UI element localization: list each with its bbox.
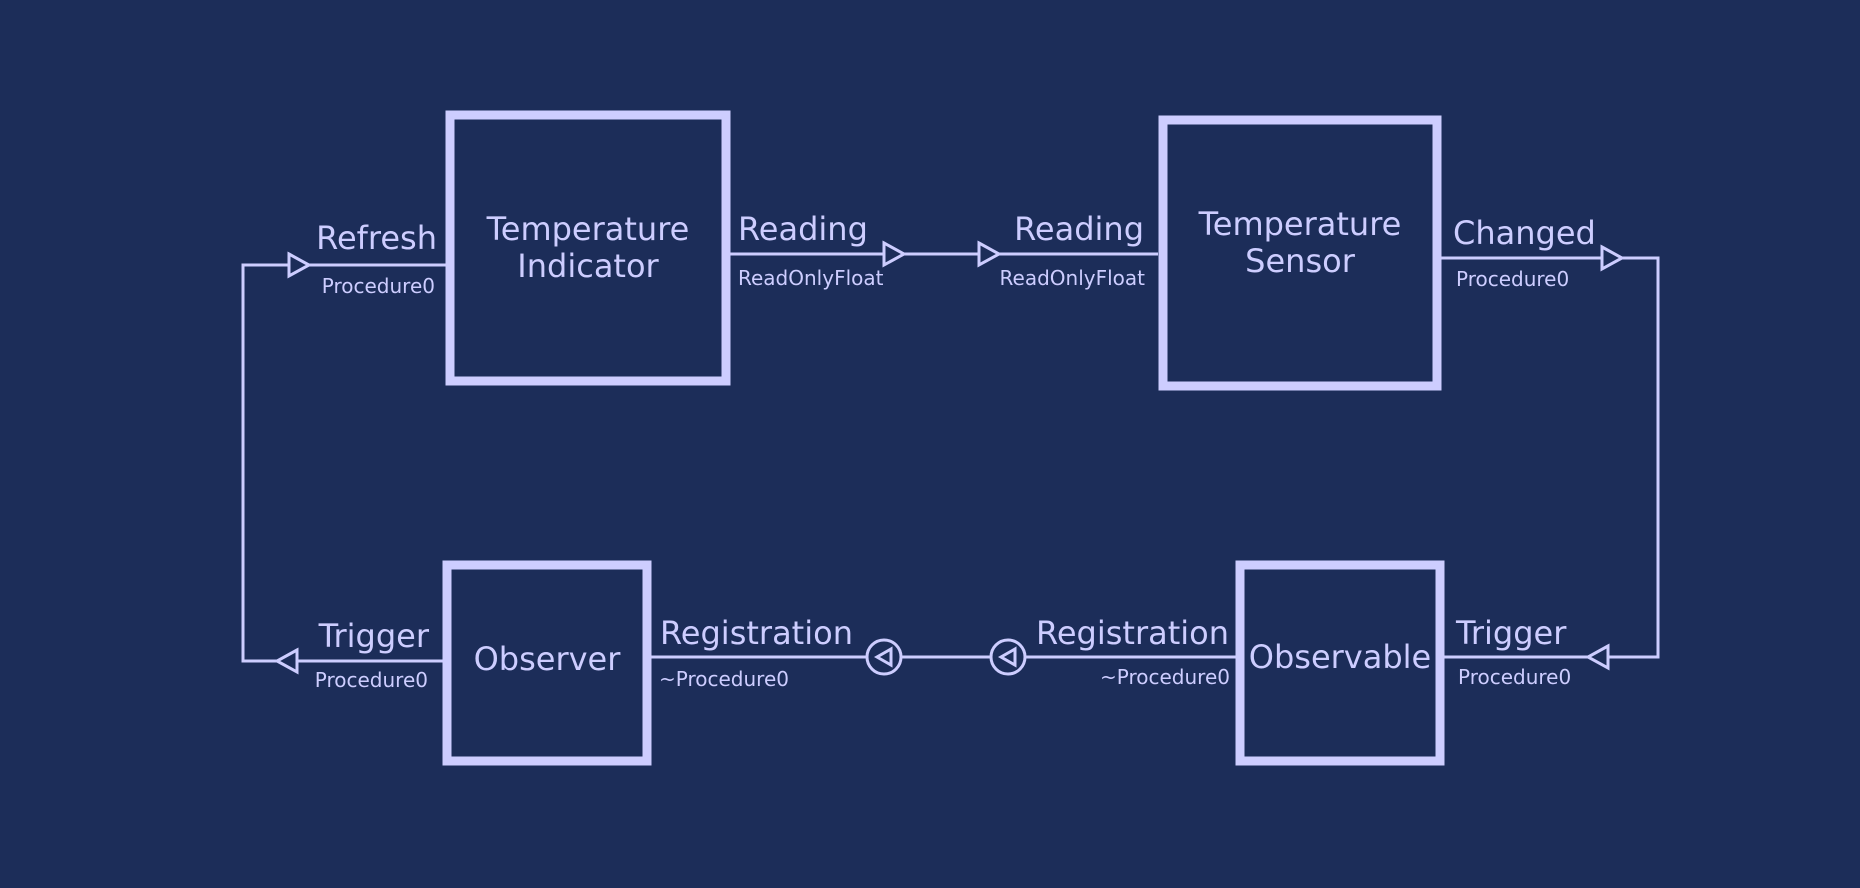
port-name-sensor-changed: Changed	[1453, 214, 1596, 252]
port-type-sensor-changed: Procedure0	[1456, 267, 1569, 291]
block-title-line1: Temperature	[486, 210, 690, 248]
wire-observer-trigger-to-indicator-refresh	[241, 263, 449, 663]
port-arrow-sensor-reading[interactable]	[977, 240, 1003, 268]
block-frame	[1158, 115, 1442, 391]
port-type-indicator-refresh: Procedure0	[322, 274, 435, 298]
port-name-observable-registration: Registration	[1036, 614, 1229, 652]
block-title: Observer	[474, 640, 622, 678]
block-frame	[442, 560, 652, 766]
port-type-sensor-reading: ReadOnlyFloat	[1000, 266, 1146, 290]
port-type-observable-registration: ~Procedure0	[1100, 665, 1230, 689]
port-type-observer-trigger: Procedure0	[315, 668, 428, 692]
port-ring-arrow	[997, 646, 1017, 668]
port-labels: Refresh Procedure0 Reading ReadOnlyFloat…	[315, 210, 1596, 692]
port-ring-observer-registration[interactable]	[865, 638, 903, 676]
port-ring-arrow	[873, 646, 893, 668]
port-markers	[273, 240, 1626, 676]
block-title-line2: Indicator	[517, 247, 659, 285]
block-title-line2: Sensor	[1245, 242, 1356, 280]
port-type-indicator-reading: ReadOnlyFloat	[738, 266, 884, 290]
port-type-observable-trigger: Procedure0	[1458, 665, 1571, 689]
block-title: Observable	[1249, 638, 1431, 676]
port-arrow-observable-trigger[interactable]	[1584, 643, 1610, 671]
wire-sensor-changed-to-observable-trigger	[1441, 256, 1660, 659]
block-title-line1: Temperature	[1198, 205, 1402, 243]
port-arrow-sensor-changed[interactable]	[1600, 244, 1626, 272]
block-observable[interactable]: Observable	[1235, 560, 1445, 766]
port-name-observer-trigger: Trigger	[318, 617, 430, 655]
port-arrow-observer-trigger[interactable]	[273, 647, 299, 675]
block-observer[interactable]: Observer	[442, 560, 652, 766]
port-name-observable-trigger: Trigger	[1455, 614, 1567, 652]
block-temperature-sensor[interactable]: Temperature Sensor	[1158, 115, 1442, 391]
port-name-indicator-refresh: Refresh	[316, 219, 437, 257]
port-name-indicator-reading: Reading	[738, 210, 868, 248]
port-name-observer-registration: Registration	[660, 614, 853, 652]
port-arrow-indicator-refresh[interactable]	[287, 251, 313, 279]
port-ring-observable-registration[interactable]	[989, 638, 1027, 676]
block-frame	[445, 110, 731, 386]
port-type-observer-registration: ~Procedure0	[659, 667, 789, 691]
block-temperature-indicator[interactable]: Temperature Indicator	[445, 110, 731, 386]
port-arrow-indicator-reading[interactable]	[882, 240, 908, 268]
port-name-sensor-reading: Reading	[1014, 210, 1144, 248]
block-frame	[1235, 560, 1445, 766]
